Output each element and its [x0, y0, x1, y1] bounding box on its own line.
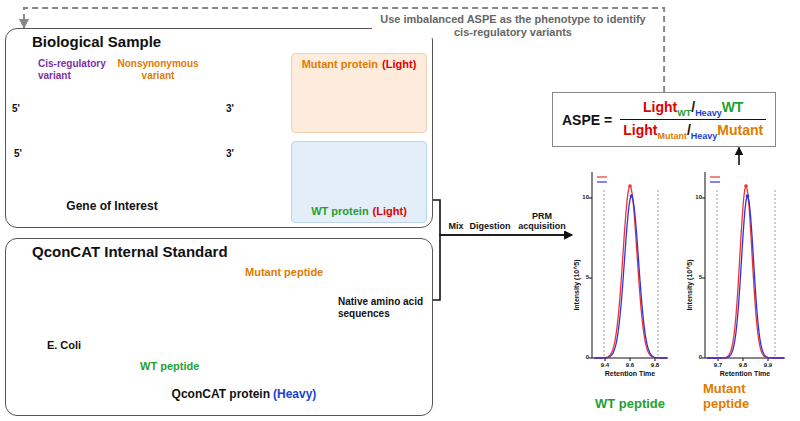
tick [630, 358, 631, 361]
axis-tick: 0 [692, 354, 702, 361]
integration-boundary [658, 190, 659, 358]
node-text: (Light) [382, 58, 416, 71]
tick [743, 358, 744, 361]
axis-tick: 5 [579, 274, 589, 281]
axis-tick: 0 [579, 354, 589, 361]
strand-end-label: 5' [12, 103, 24, 115]
text-group: WT protein (Light) [296, 205, 422, 218]
node-text: Biological Sample [32, 33, 161, 51]
chromatogram-trace [707, 186, 784, 358]
axis-title: Intensity (10^5) [686, 250, 694, 320]
axis-tick: 9.6 [620, 362, 640, 369]
callout-text: Nonsynonymous variant [112, 58, 204, 81]
y-axis [592, 172, 593, 358]
caption-text: (Heavy) [273, 388, 333, 402]
node-text: Light [623, 122, 657, 138]
callout-text: Cis-regulatory variant [38, 58, 114, 81]
axis-tick: 9.8 [733, 362, 753, 369]
protein-box: WT protein (Light) [291, 141, 427, 223]
apex-marker [628, 184, 632, 188]
callout-text: WT peptide [140, 360, 220, 373]
axis-tick: 10 [579, 194, 589, 201]
node-text: Mutant protein [302, 58, 378, 71]
text-group: Mutant protein (Light) [296, 58, 422, 71]
tick [702, 198, 705, 199]
node-text: ASPE = [562, 112, 612, 128]
axis-tick: 10 [692, 194, 702, 201]
node-text: Mutant [657, 131, 687, 141]
strand-end-label: 3' [226, 103, 240, 115]
strand-end-label: 3' [226, 148, 240, 160]
node-text: (Light) [373, 205, 407, 218]
legend-line [710, 181, 720, 182]
axis-title: Retention Time [595, 370, 665, 378]
callout-text: Native amino acid sequences [338, 296, 428, 319]
caption-text: QconCAT protein [150, 388, 270, 402]
flow-step-label: PRM acquisition [514, 211, 570, 232]
axis-tick: 5 [692, 274, 702, 281]
axis-title: Retention Time [710, 370, 780, 378]
tick [589, 358, 592, 359]
node-text: WT [722, 99, 744, 115]
chromatogram-trace [707, 197, 784, 358]
flow-arrow [738, 147, 740, 165]
callout-text: Mutant peptide [245, 266, 337, 279]
chromatogram-trace [594, 196, 667, 358]
apex-marker [630, 194, 634, 198]
axis-tick: 9.4 [595, 362, 615, 369]
node-text: Mutant peptide [703, 381, 793, 412]
strand-end-label: 5' [14, 148, 26, 160]
chromatogram-panel: Mutant peptide [685, 165, 793, 415]
node-text: Heavy [695, 108, 722, 118]
axis-tick: 9.8 [645, 362, 665, 369]
legend-line [597, 176, 607, 177]
node-text: Heavy [691, 131, 718, 141]
apex-marker [746, 194, 750, 198]
flow-step-label: Mix [446, 221, 466, 231]
node-text: Mutant [717, 122, 763, 138]
denominator: LightMutant/HeavyMutant [620, 120, 766, 141]
callout-text: Gene of Interest [52, 200, 172, 214]
integration-boundary [775, 190, 776, 358]
node-text: / [687, 122, 691, 138]
chromatogram-trace [594, 186, 667, 358]
connector-label: Use imbalanced ASPE as the phenotype to … [372, 13, 654, 38]
numerator: LightWT/HeavyWT [620, 98, 766, 120]
node-text: WT protein [311, 205, 368, 218]
flow-arrow [433, 235, 572, 300]
protein-box: Mutant protein (Light) [291, 53, 427, 133]
integration-boundary [604, 190, 605, 358]
text-group: QconCAT Internal Standard [32, 243, 432, 261]
flow-arrow [433, 200, 572, 235]
node-text: Light [643, 99, 677, 115]
integration-boundary [717, 190, 718, 358]
legend-line [710, 176, 720, 177]
tick [702, 278, 705, 279]
axis-tick: 9.9 [758, 362, 778, 369]
axis-tick: 9.7 [708, 362, 728, 369]
chromatogram-panel: WT peptide [572, 165, 672, 415]
apex-marker [744, 184, 748, 188]
flow-step-label: Digestion [467, 221, 513, 231]
tick [655, 358, 656, 361]
fraction: LightWT/HeavyWTLightMutant/HeavyMutant [620, 98, 766, 141]
tick [589, 198, 592, 199]
node-text: WT [677, 108, 691, 118]
callout-text: E. Coli [30, 339, 98, 352]
axis-title: Intensity (10^5) [573, 250, 581, 320]
formula-box: ASPE =LightWT/HeavyWTLightMutant/HeavyMu… [552, 92, 776, 147]
tick [589, 278, 592, 279]
node-text: / [691, 99, 695, 115]
legend-line [597, 181, 607, 182]
node-text: WT peptide [595, 396, 665, 412]
text-group: Mutant peptide [703, 381, 793, 412]
node-text: QconCAT Internal Standard [32, 243, 228, 261]
text-group: WT peptide [588, 396, 672, 412]
y-axis [705, 172, 706, 358]
tick [702, 358, 705, 359]
